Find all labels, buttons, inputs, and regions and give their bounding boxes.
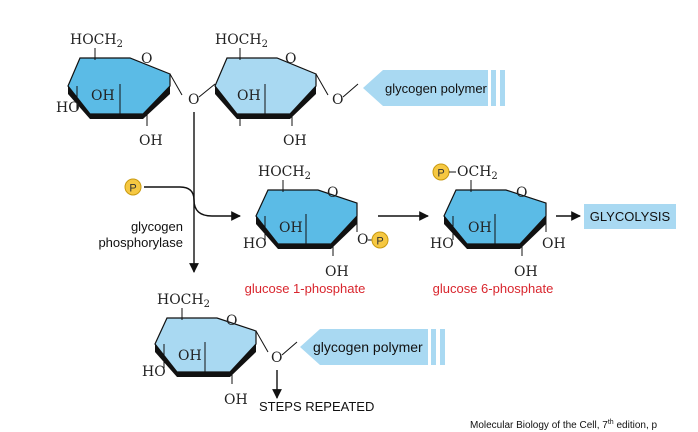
citation: Molecular Biology of the Cell, 7th editi… [470,419,658,431]
glycolysis-box [584,204,676,229]
glucose-1-phosphate-ring [255,180,358,256]
bottom-ring-hoch2: HOCH2 [157,292,210,310]
linkage-oxygen-1: O [188,92,199,108]
linkage-oxygen-2: O [332,92,343,108]
bottom-ring-oxygen: O [226,313,237,329]
phosphate-icon-incoming [124,178,142,196]
steps-repeated-label: STEPS REPEATED [259,399,374,414]
phosphate-icon-g1p [371,231,389,249]
g1p-hoch2: HOCH2 [258,164,311,182]
top-ring-1-ring-oxygen: O [141,51,152,67]
enzyme-label-line1: glycogen [131,219,183,234]
phosphate-label-g1p: P [376,236,383,248]
glycogen-polymer-label-bottom: glycogen polymer [313,339,423,355]
glycolysis-label: GLYCOLYSIS [590,209,671,224]
glycogen-polymer-label-top: glycogen polymer [385,81,488,96]
bottom-ring-bottom-oh: OH [224,392,248,408]
g6p-och2: OCH2 [457,164,498,182]
phosphorolysis-arrow [144,186,241,221]
top-ring-2-hoch2: HOCH2 [215,32,268,50]
top-ring-2-ring-oxygen: O [285,51,296,67]
bottom-ring [154,308,269,384]
top-ring-2-oh: OH [237,88,261,104]
top-ring-2-bottom-oh: OH [283,133,307,149]
phosphate-label-incoming: P [129,183,136,195]
top-ring-1-hoch2: HOCH2 [70,32,123,50]
g6p-ho: HO [430,236,454,252]
glucose-6-phosphate-label: glucose 6-phosphate [433,281,554,296]
top-ring-1 [67,48,183,126]
top-ring-1-oh: OH [91,88,115,104]
enzyme-label-line2: phosphorylase [98,235,183,250]
g6p-bottom-oh: OH [514,264,538,280]
glycogen-polymer-box-top [363,70,505,106]
glucose-6-phosphate-ring [443,180,547,256]
g1p-bottom-oh: OH [325,264,349,280]
top-ring-1-ho: HO [56,100,80,116]
g6p-right-oh: OH [542,236,566,252]
bottom-ring-oh: OH [178,348,202,364]
glycogen-polymer-box-bottom [300,329,445,365]
top-ring-1-bottom-oh: OH [139,133,163,149]
g6p-ring-oxygen: O [516,185,527,201]
g1p-oh: OH [279,220,303,236]
g1p-ester-oxygen: O [357,232,368,248]
g6p-oh: OH [468,220,492,236]
g1p-ring-oxygen: O [327,185,338,201]
g1p-ho: HO [243,236,267,252]
glucose-1-phosphate-label: glucose 1-phosphate [245,281,366,296]
bottom-ring-ho: HO [142,364,166,380]
phosphate-label-g6p: P [437,168,444,180]
top-ring-2 [214,48,329,126]
bottom-linkage-oxygen: O [271,350,282,366]
